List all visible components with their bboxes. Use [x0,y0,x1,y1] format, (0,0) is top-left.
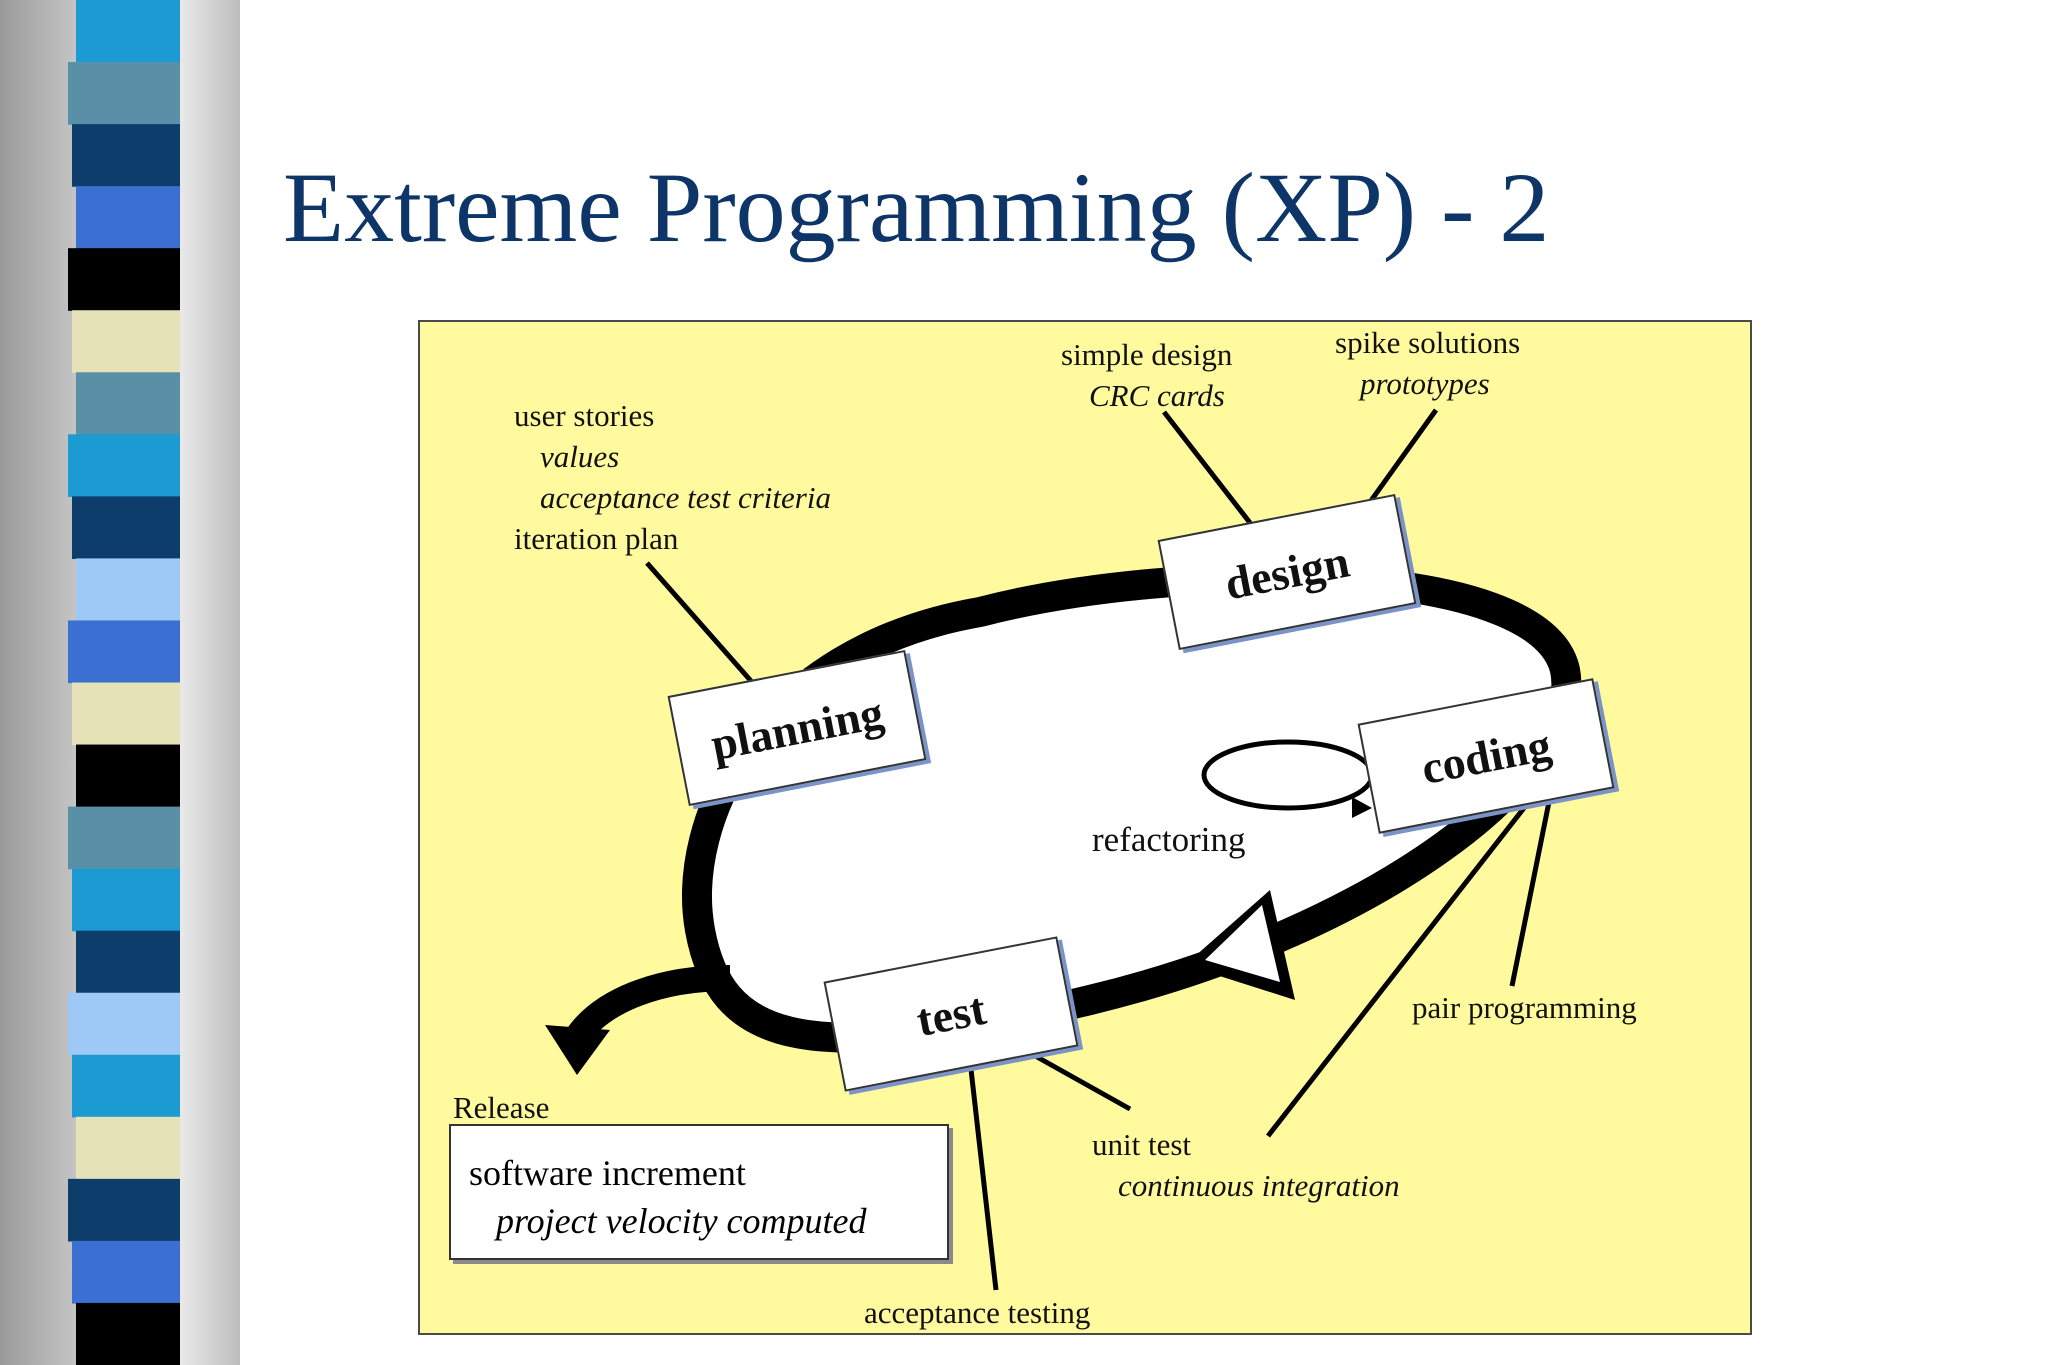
acceptance-callout-line [964,1033,999,1291]
note-refactoring: refactoring [1092,820,1246,859]
sidebar-stripe [72,124,180,187]
note-acceptance-criteria: acceptance test criteria [540,480,831,515]
note-prototypes: prototypes [1360,366,1490,401]
loop-arrowhead-inner [1205,905,1280,982]
sidebar-stripe [72,496,180,560]
sidebar-stripe [76,558,180,622]
note-unit-test: unit test [1092,1127,1192,1162]
sidebar-stripe [76,1302,180,1365]
note-continuous-integration: continuous integration [1118,1168,1400,1203]
sidebar-stripe [68,806,180,870]
note-values: values [540,439,620,474]
sidebar-stripe [76,930,180,994]
sidebar-stripe [72,682,180,746]
release-project-velocity: project velocity computed [496,1201,867,1241]
release-software-increment: software increment [469,1153,746,1193]
phase-test-label: test [912,982,990,1046]
note-iteration-plan: iteration plan [514,521,679,556]
sidebar-stripe [76,744,180,808]
release-arrow [563,965,731,1048]
sidebar-stripe [68,992,180,1056]
note-acceptance-testing: acceptance testing [864,1295,1091,1330]
sidebar-stripe [72,1054,180,1118]
release-arrowhead [545,1025,610,1075]
sidebar-stripe [68,62,180,125]
release-box: software increment project velocity comp… [449,1124,949,1260]
sidebar-stripe [68,620,180,684]
sidebar-stripe [72,1240,180,1304]
sidebar-stripe [76,372,180,435]
sidebar-stripe [72,310,180,373]
phase-coding-label: coding [1417,718,1555,794]
sidebar-stripe [72,868,180,932]
continuous-callout-line [1266,788,1540,1138]
note-crc-cards: CRC cards [1089,378,1225,413]
pair-callout-line [1509,771,1558,987]
phase-planning-label: planning [706,686,888,770]
note-user-stories: user stories [514,398,655,433]
sidebar-stripe [76,186,180,249]
phase-design-label: design [1220,535,1354,609]
sidebar-stripe [68,248,180,311]
sidebar-stripe [76,0,180,63]
sidebar-stripes [68,0,180,1365]
note-spike-solutions: spike solutions [1335,325,1521,360]
sidebar-stripe [68,434,180,497]
release-label: Release [453,1090,550,1125]
sidebar-stripe [76,1116,180,1180]
planning-callout-line [645,561,768,700]
iteration-loop-ring [682,563,1582,1053]
note-pair-programming: pair programming [1412,990,1637,1025]
note-simple-design: simple design [1061,337,1233,372]
slide-title: Extreme Programming (XP) - 2 [283,152,1550,263]
sidebar-stripe [68,1178,180,1242]
refactoring-arrowhead [1352,797,1372,818]
